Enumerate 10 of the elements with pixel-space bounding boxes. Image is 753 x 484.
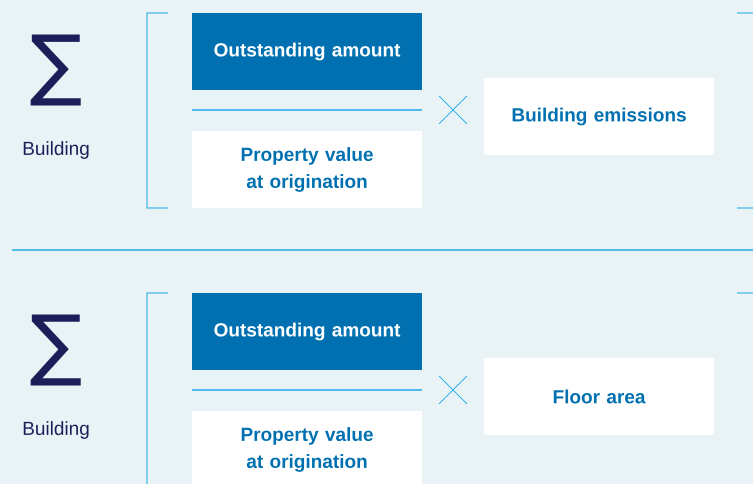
sum-label: Building — [24, 141, 89, 159]
term-box: Property value at origination — [192, 410, 422, 484]
sum-label: Building — [24, 421, 89, 439]
sum-symbol: ∑ — [30, 314, 81, 386]
numerator-box: Outstanding amount — [192, 293, 422, 370]
term-box: Floor area — [484, 358, 714, 435]
sum-symbol: ∑ — [30, 34, 81, 106]
term-box: Property value at origination — [192, 131, 422, 208]
term-box: Building emissions — [484, 78, 714, 155]
numerator-box: Outstanding amount — [192, 13, 422, 90]
